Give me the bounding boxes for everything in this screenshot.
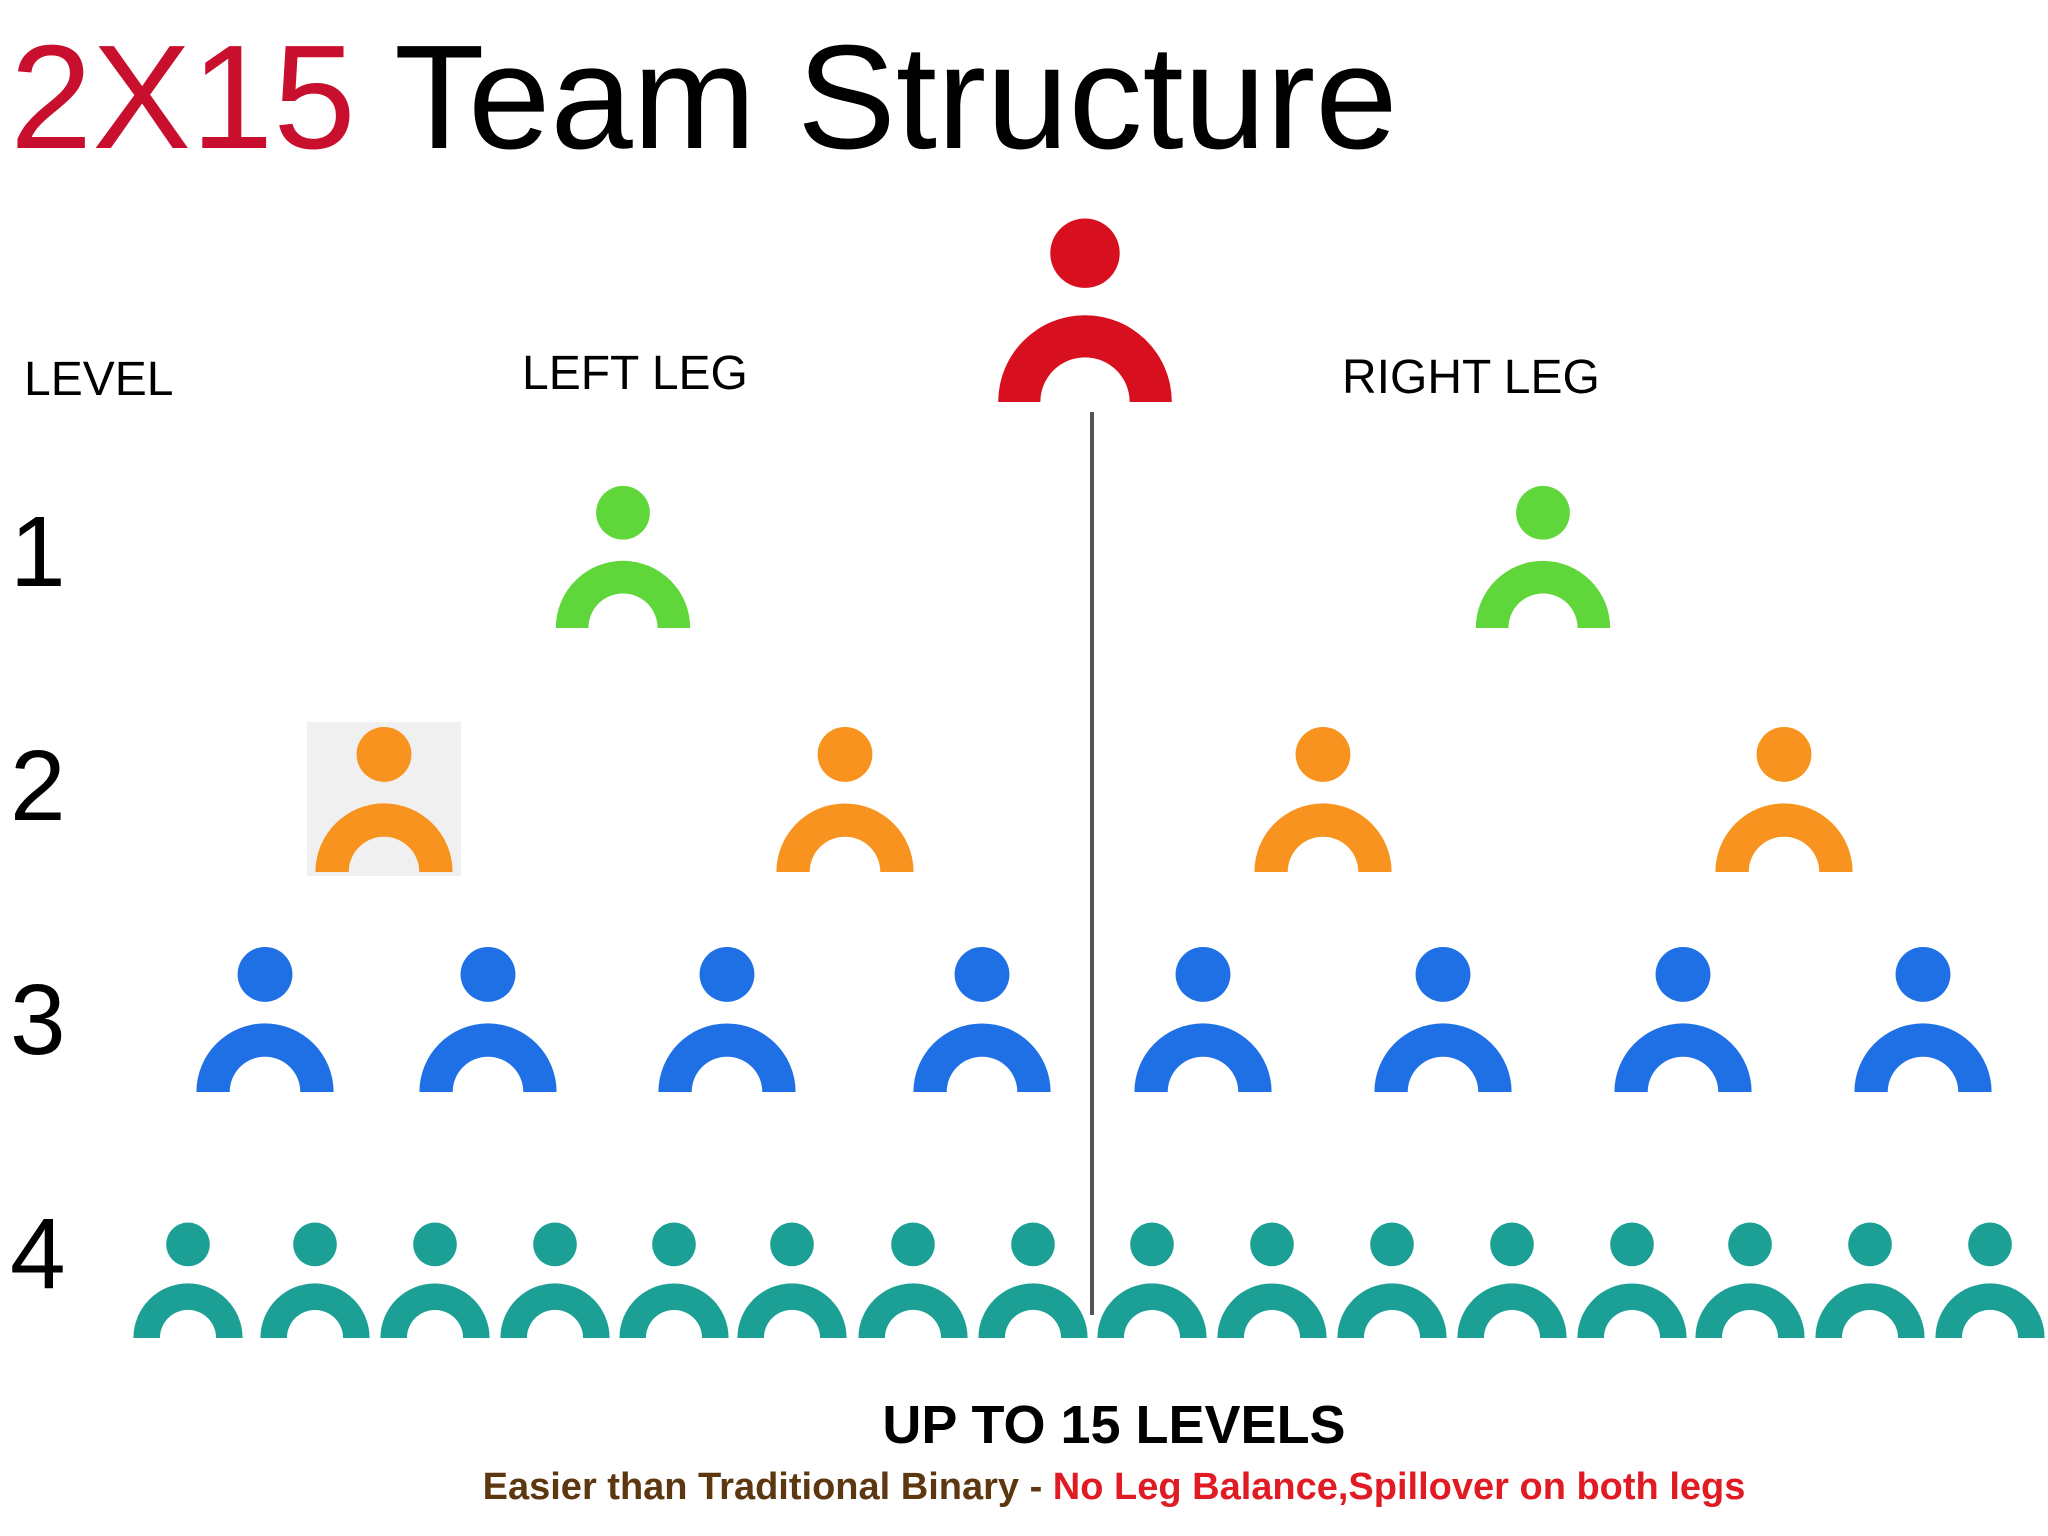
level-4-member-icon bbox=[619, 1222, 729, 1338]
level-4-member-icon bbox=[737, 1222, 847, 1338]
level-2-member-icon bbox=[315, 726, 453, 872]
level-2-member-icon bbox=[776, 726, 914, 872]
level-4-member-icon bbox=[858, 1222, 968, 1338]
level-4-member-icon bbox=[1097, 1222, 1207, 1338]
footer-headline: UP TO 15 LEVELS bbox=[882, 1395, 1346, 1455]
level-4-member-icon bbox=[380, 1222, 490, 1338]
level-4-member-icon bbox=[260, 1222, 370, 1338]
left-leg-header: LEFT LEG bbox=[522, 347, 748, 400]
right-leg-header: RIGHT LEG bbox=[1342, 351, 1600, 404]
level-4-member-icon bbox=[133, 1222, 243, 1338]
footer-tagline-part-a: Easier than Traditional Binary - bbox=[482, 1466, 1053, 1508]
level-4-member-icon bbox=[1337, 1222, 1447, 1338]
level-column-header: LEVEL bbox=[24, 353, 174, 406]
title-rest: Team Structure bbox=[355, 15, 1398, 180]
level-4-member-icon bbox=[1217, 1222, 1327, 1338]
level-1-label: 1 bbox=[10, 496, 66, 608]
root-person-icon bbox=[998, 218, 1172, 402]
level-4-member-icon bbox=[500, 1222, 610, 1338]
level-3-member-icon bbox=[419, 946, 557, 1092]
root-member-icon bbox=[998, 218, 1172, 402]
level-1-member-icon bbox=[555, 485, 691, 628]
level-2-member-icon bbox=[1254, 726, 1392, 872]
level-3-member-icon bbox=[658, 946, 796, 1092]
level-3-member-icon bbox=[1134, 946, 1272, 1092]
title-accent: 2X15 bbox=[10, 15, 356, 180]
level-1-member-icon bbox=[1475, 485, 1611, 628]
level-2-member-icon bbox=[1715, 726, 1853, 872]
level-3-label: 3 bbox=[10, 964, 66, 1076]
level-3-member-icon bbox=[196, 946, 334, 1092]
footer-tagline-part-b: No Leg Balance,Spillover on both legs bbox=[1052, 1466, 1746, 1508]
footer-tagline: Easier than Traditional Binary - No Leg … bbox=[0, 1468, 2048, 1506]
level-2-label: 2 bbox=[10, 730, 66, 842]
level-4-member-icon bbox=[1935, 1222, 2045, 1338]
level-4-member-icon bbox=[978, 1222, 1088, 1338]
level-4-member-icon bbox=[1815, 1222, 1925, 1338]
level-4-member-icon bbox=[1577, 1222, 1687, 1338]
level-3-member-icon bbox=[1374, 946, 1512, 1092]
level-3-member-icon bbox=[1854, 946, 1992, 1092]
member-icons bbox=[133, 485, 2045, 1338]
level-4-member-icon bbox=[1695, 1222, 1805, 1338]
level-3-member-icon bbox=[913, 946, 1051, 1092]
level-4-member-icon bbox=[1457, 1222, 1567, 1338]
level-3-member-icon bbox=[1614, 946, 1752, 1092]
level-4-label: 4 bbox=[10, 1198, 66, 1310]
page-title: 2X15 Team Structure bbox=[10, 24, 1398, 172]
